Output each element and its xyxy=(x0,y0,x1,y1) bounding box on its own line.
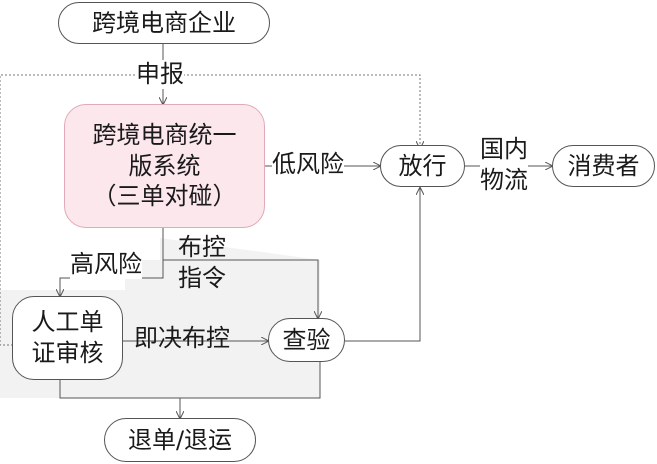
node-consumer: 消费者 xyxy=(552,145,655,187)
edge-review-return xyxy=(59,362,321,399)
edge-outer-dotted xyxy=(0,74,163,346)
edge-declare-dotted xyxy=(163,74,420,148)
edge-control-order xyxy=(163,259,318,318)
label-declare: 申报 xyxy=(136,60,184,89)
label-domestic-logistics: 国内 物流 xyxy=(480,134,528,197)
node-enterprise: 跨境电商企业 xyxy=(58,2,270,44)
edge-inspection-release xyxy=(345,188,420,342)
label-control-order: 布控 指令 xyxy=(178,233,226,293)
node-return: 退单/退运 xyxy=(104,418,256,462)
label-immediate-control: 即决布控 xyxy=(134,324,230,352)
node-release: 放行 xyxy=(380,145,465,187)
label-high-risk: 高风险 xyxy=(70,250,142,279)
label-low-risk: 低风险 xyxy=(272,150,344,179)
node-manual-review: 人工单 证审核 xyxy=(12,296,123,380)
node-inspection: 查验 xyxy=(268,318,345,362)
node-unified-system: 跨境电商统一 版系统 （三单对碰） xyxy=(64,104,265,228)
